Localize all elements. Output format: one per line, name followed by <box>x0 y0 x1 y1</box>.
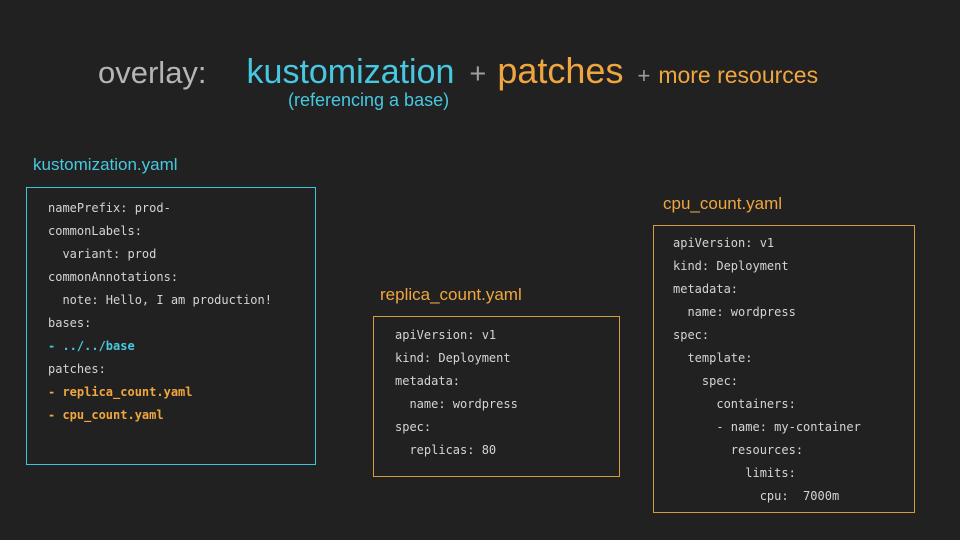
code-line: kind: Deployment <box>395 351 511 365</box>
code-line: spec: <box>395 420 432 434</box>
code-line: spec: <box>673 374 739 388</box>
code-line: - replica_count.yaml <box>48 385 193 399</box>
code-line: - ../../base <box>48 339 135 353</box>
code-line: spec: <box>673 328 710 342</box>
title-plus-1: + <box>469 58 487 90</box>
title-plus-2: + <box>637 63 651 88</box>
code-line: apiVersion: v1 <box>673 236 775 250</box>
kustomization-yaml-code-box: namePrefix: prod-commonLabels: variant: … <box>26 187 316 465</box>
code-line: apiVersion: v1 <box>395 328 497 342</box>
title-patches: patches <box>497 50 624 91</box>
title-overlay: overlay: <box>98 55 207 90</box>
code-line: name: wordpress <box>673 305 796 319</box>
code-line: template: <box>673 351 753 365</box>
code-line: kind: Deployment <box>673 259 789 273</box>
code-line: variant: prod <box>48 247 157 261</box>
title-subtitle: (referencing a base) <box>288 90 450 110</box>
code-line: containers: <box>673 397 796 411</box>
code-line: metadata: <box>395 374 461 388</box>
cpu-count-yaml-label: cpu_count.yaml <box>663 194 783 213</box>
code-line: - name: my-container <box>673 420 861 434</box>
code-line: patches: <box>48 362 106 376</box>
code-line: cpu: 7000m <box>673 489 840 503</box>
title-kustomization: kustomization <box>246 53 455 91</box>
code-line: bases: <box>48 316 92 330</box>
title-more-resources: more resources <box>658 62 819 88</box>
code-line: commonLabels: <box>48 224 142 238</box>
code-line: namePrefix: prod- <box>48 201 171 215</box>
replica-count-yaml-label: replica_count.yaml <box>380 285 522 304</box>
code-line: metadata: <box>673 282 739 296</box>
code-line: name: wordpress <box>395 397 518 411</box>
code-line: resources: <box>673 443 804 457</box>
code-line: replicas: 80 <box>395 443 497 457</box>
kustomization-yaml-label: kustomization.yaml <box>33 155 178 174</box>
code-line: - cpu_count.yaml <box>48 408 164 422</box>
code-line: commonAnnotations: <box>48 270 179 284</box>
code-line: limits: <box>673 466 796 480</box>
slide-title: overlay: kustomization + patches + more … <box>98 50 818 92</box>
code-line: note: Hello, I am production! <box>48 293 272 307</box>
